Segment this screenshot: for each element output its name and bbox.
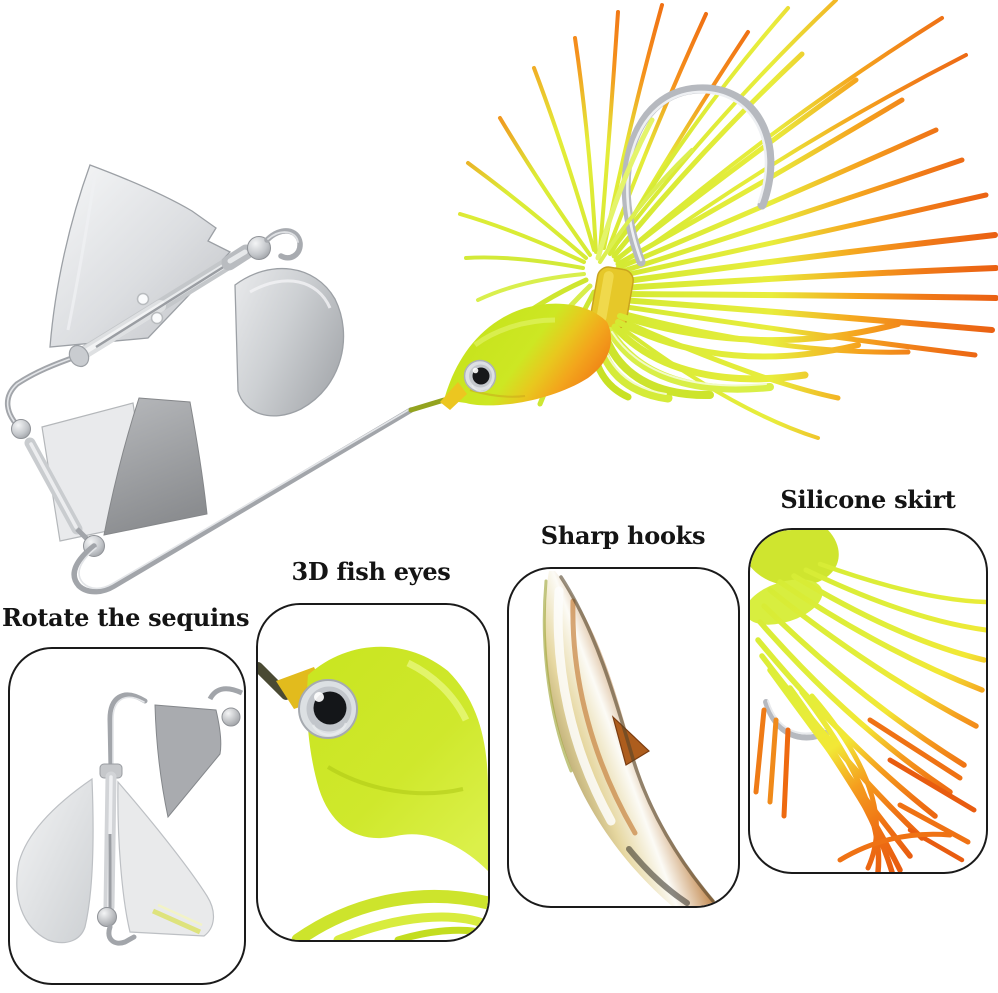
skirt-collar — [590, 266, 634, 330]
lure-head — [440, 303, 612, 410]
skirt-detail — [750, 530, 986, 872]
lure-wire — [71, 397, 447, 595]
hook-barb — [611, 715, 650, 766]
callout-label-fish-eyes: 3D fish eyes — [291, 557, 451, 586]
detail-panel-sharp-hooks — [507, 567, 740, 908]
callout-label-sharp-hooks: Sharp hooks — [540, 521, 706, 550]
lure-nose — [440, 382, 467, 410]
hook — [621, 84, 775, 267]
fish-eye — [463, 359, 497, 393]
detail-panel-fish-eyes — [256, 603, 490, 942]
blades-detail — [16, 686, 244, 946]
detail-panel-rotate-sequins — [8, 647, 246, 985]
hook-point-detail — [542, 571, 719, 906]
fish-eye-closeup — [298, 679, 358, 739]
buzz-blades — [5, 164, 345, 557]
callout-label-rotate-sequins: Rotate the sequins — [2, 603, 250, 632]
callout-label-silicone-skirt: Silicone skirt — [780, 485, 956, 514]
silicone-skirt-front — [595, 117, 998, 440]
fish-eye-detail — [258, 646, 488, 940]
detail-panel-silicone-skirt — [748, 528, 988, 874]
